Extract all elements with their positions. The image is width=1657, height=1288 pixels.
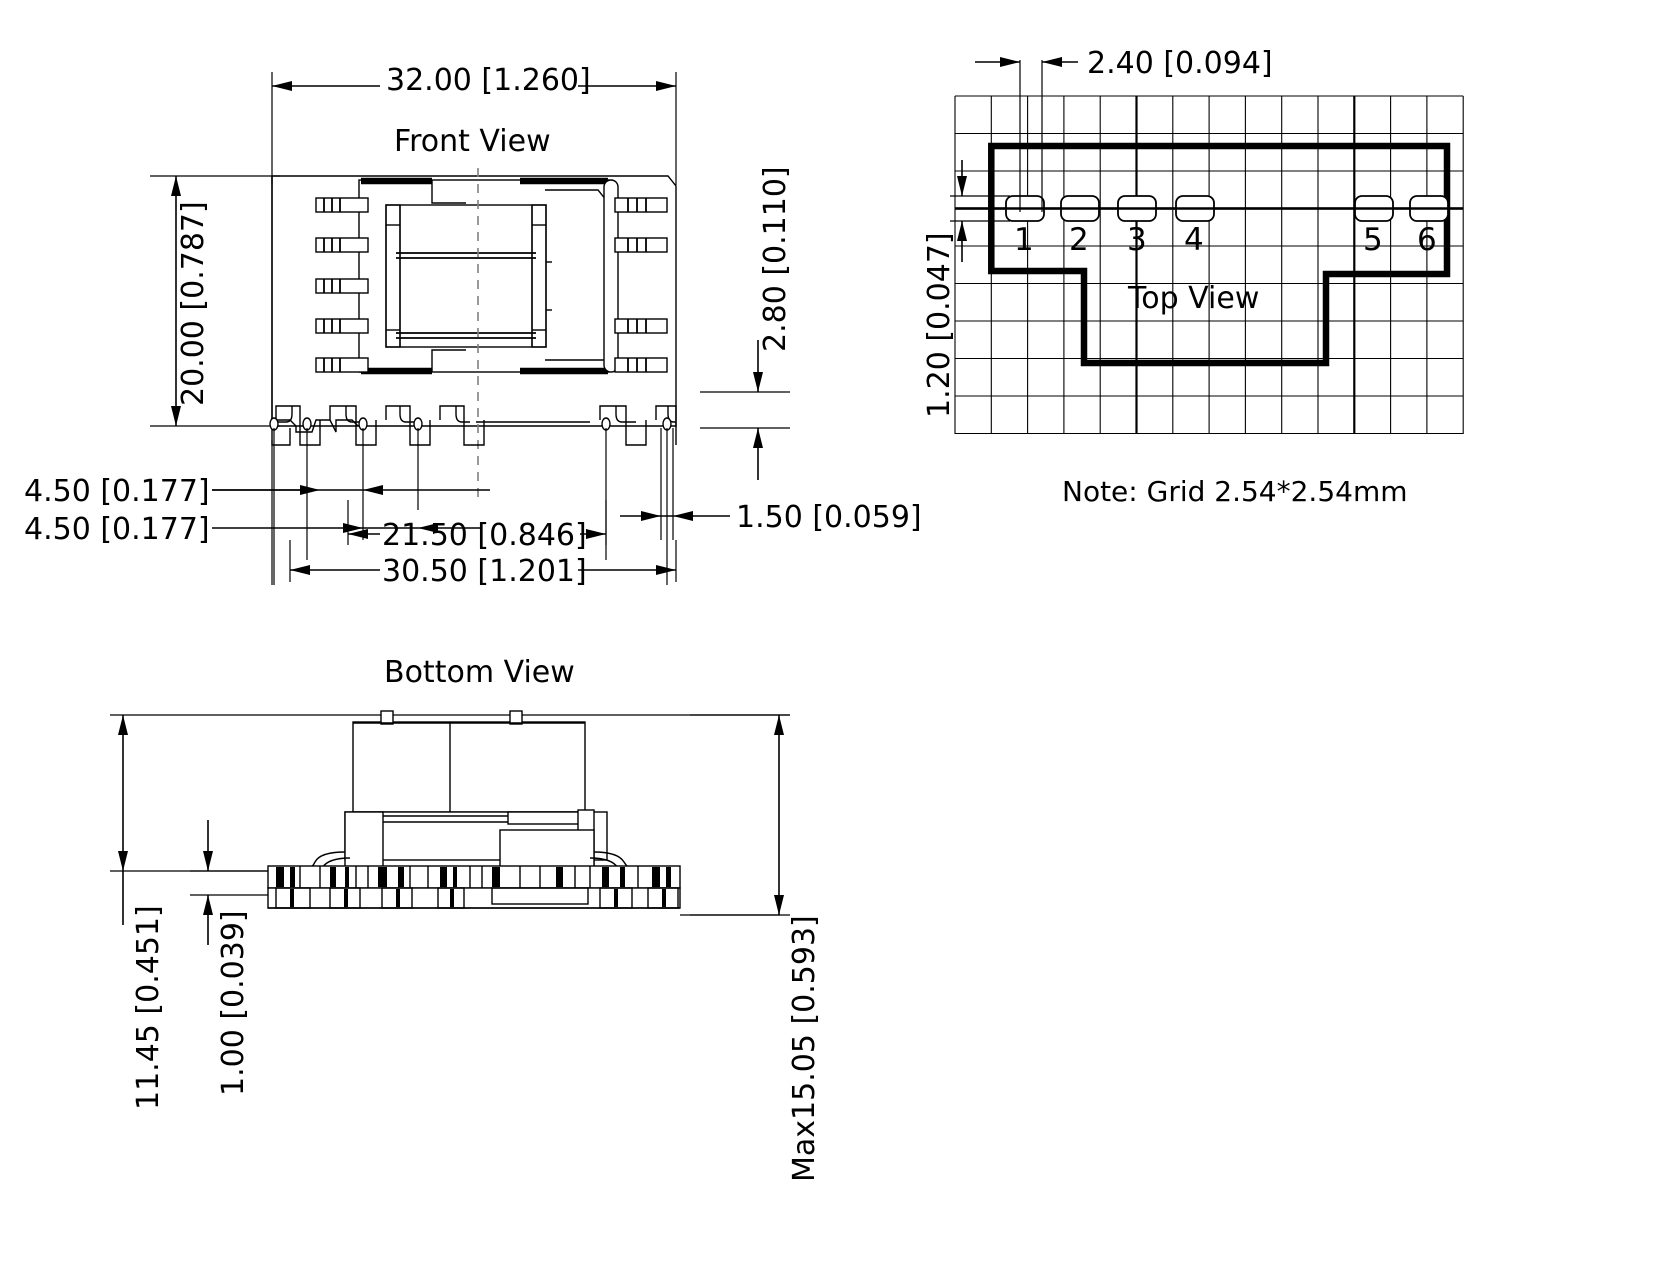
front-right-pins — [614, 197, 668, 373]
bottom-view-group — [110, 710, 790, 945]
top-view-pin-label-6: 6 — [1417, 222, 1437, 258]
front-view-pin-width-dimension: 1.50 [0.059] — [736, 500, 922, 535]
bottom-view-max-height-dimension: Max15.05 [0.593] — [787, 915, 822, 1182]
front-view-title: Front View — [394, 124, 551, 159]
top-view-pin-label-1: 1 — [1014, 222, 1034, 258]
front-view-outer-span-dimension: 30.50 [1.201] — [382, 554, 587, 589]
grid-note: Note: Grid 2.54*2.54mm — [1062, 475, 1408, 508]
top-view-pin-label-2: 2 — [1069, 222, 1089, 258]
front-base-profile — [269, 405, 677, 446]
front-left-pins — [315, 197, 369, 373]
front-view-pitch-dimension-1: 4.50 [0.177] — [24, 474, 210, 509]
bottom-view-title: Bottom View — [384, 655, 575, 690]
top-view-pin-label-5: 5 — [1363, 222, 1383, 258]
front-view-pin-height-dimension: 2.80 [0.110] — [758, 166, 793, 352]
bottom-view-pin-thickness-dimension: 1.00 [0.039] — [216, 910, 251, 1096]
front-view-group — [150, 72, 790, 585]
front-view-inner-span-dimension: 21.50 [0.846] — [382, 518, 587, 553]
front-view-width-dimension: 32.00 [1.260] — [386, 63, 591, 98]
top-view-pad-height-dimension: 1.20 [0.047] — [922, 232, 957, 418]
top-view-pin-label-4: 4 — [1184, 222, 1204, 258]
top-view-pad-pitch-dimension: 2.40 [0.094] — [1087, 46, 1273, 81]
bottom-view-body-height-dimension: 11.45 [0.451] — [131, 905, 166, 1110]
front-view-pitch-dimension-2: 4.50 [0.177] — [24, 512, 210, 547]
front-view-height-dimension: 20.00 [0.787] — [176, 201, 211, 406]
top-view-pin-label-3: 3 — [1127, 222, 1147, 258]
top-view-group — [950, 57, 1464, 435]
top-view-title: Top View — [1128, 281, 1260, 316]
